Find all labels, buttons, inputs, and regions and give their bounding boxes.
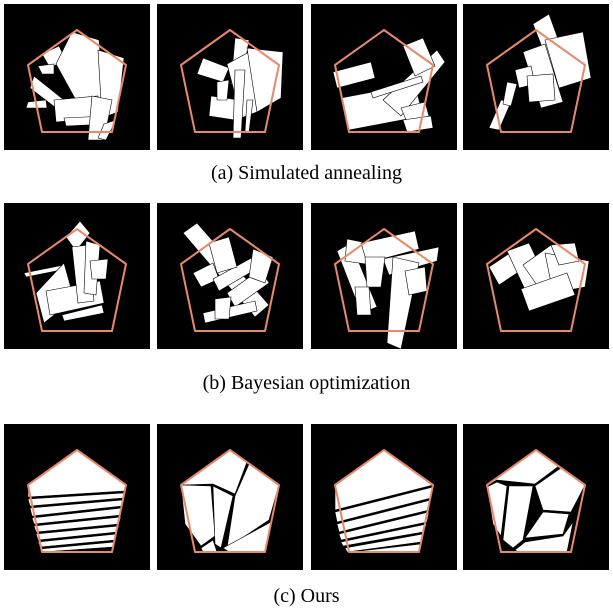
panel-b-label: (b)	[202, 372, 226, 394]
tile-canvas	[4, 424, 150, 570]
panel-a-tile-3	[311, 4, 457, 150]
panel-a-label: (a)	[210, 162, 234, 184]
tile-canvas	[157, 203, 303, 349]
panel-a-method: Simulated annealing	[238, 162, 403, 184]
shape-piece	[332, 61, 376, 89]
target-pentagon	[486, 228, 586, 332]
tile-background	[311, 4, 457, 150]
target-pentagon	[180, 228, 280, 332]
shape-piece	[544, 31, 592, 89]
target-pentagon	[334, 449, 434, 553]
shape-piece	[212, 485, 234, 549]
tile-canvas	[157, 424, 303, 570]
shape-piece	[338, 511, 430, 541]
target-pentagon	[27, 228, 127, 332]
target-pentagon	[180, 449, 280, 553]
panel-c-tile-3	[311, 424, 457, 570]
tile-canvas	[463, 203, 609, 349]
panel-a-tile-1	[4, 4, 150, 150]
shape-piece	[524, 511, 570, 539]
shape-piece	[354, 286, 372, 316]
tile-canvas	[311, 4, 457, 150]
panel-c-label: (c)	[273, 585, 296, 607]
shape-piece	[550, 242, 580, 266]
shape-piece	[33, 516, 122, 533]
target-pentagon	[486, 29, 586, 133]
panel-b-caption: (b) Bayesian optimization	[0, 371, 613, 395]
target-pentagon	[486, 449, 586, 553]
tile-canvas	[4, 4, 150, 150]
shape-piece	[65, 220, 91, 252]
tile-background	[311, 203, 457, 349]
panel-b-tile-4	[463, 203, 609, 349]
panel-b-tile-3	[311, 203, 457, 349]
shape-piece	[61, 304, 105, 322]
shape-piece	[360, 230, 420, 264]
panel-b-tile-2	[157, 203, 303, 349]
shape-piece	[214, 296, 232, 320]
shape-piece	[336, 499, 432, 533]
shape-piece	[526, 73, 556, 103]
tile-canvas	[311, 424, 457, 570]
target-pentagon	[27, 449, 127, 553]
shape-piece	[502, 81, 518, 107]
shape-piece	[208, 236, 238, 274]
shape-piece	[404, 266, 428, 296]
shape-piece	[37, 63, 55, 75]
target-pentagon	[180, 29, 280, 133]
panel-c-row	[4, 424, 609, 570]
shape-piece	[520, 272, 576, 312]
shape-piece	[216, 79, 230, 101]
panel-b-tile-1	[4, 203, 150, 349]
tile-canvas	[463, 4, 609, 150]
shape-piece	[180, 484, 216, 547]
panel-b-row	[4, 203, 609, 349]
shape-piece	[226, 463, 280, 549]
panel-c-tile-1	[4, 424, 150, 570]
panel-a-tile-2	[157, 4, 303, 150]
shape-piece	[246, 47, 284, 113]
shape-piece	[486, 481, 508, 537]
target-pentagon	[27, 29, 127, 133]
panel-a-row	[4, 4, 609, 150]
panel-c-caption: (c) Ours	[0, 584, 613, 608]
tile-canvas	[463, 424, 609, 570]
shape-piece	[370, 75, 424, 99]
shape-piece	[534, 467, 586, 513]
shape-piece	[23, 264, 67, 278]
shape-piece	[364, 256, 386, 288]
shape-piece	[89, 258, 109, 280]
shape-piece	[232, 69, 246, 139]
shape-piece	[97, 119, 117, 141]
panel-b-method: Bayesian optimization	[230, 372, 411, 394]
tile-canvas	[157, 4, 303, 150]
shape-piece	[502, 485, 534, 549]
panel-c-tile-4	[463, 424, 609, 570]
target-pentagon	[334, 228, 434, 332]
panel-a-caption: (a) Simulated annealing	[0, 161, 613, 185]
target-pentagon	[334, 29, 434, 133]
panel-c-tile-2	[157, 424, 303, 570]
panel-a-tile-4	[463, 4, 609, 150]
shape-piece	[31, 507, 123, 525]
tile-canvas	[311, 203, 457, 349]
panel-c-method: Ours	[300, 585, 340, 607]
shape-piece	[402, 37, 436, 77]
tile-canvas	[4, 203, 150, 349]
